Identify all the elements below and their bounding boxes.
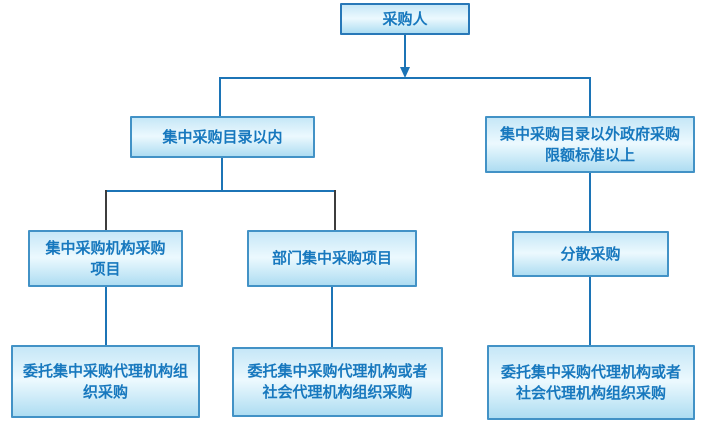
node-entrust-agency-or-social-2: 委托集中采购代理机构或者社会代理机构组织采购 <box>487 345 695 420</box>
edge-drop-to-department-projects <box>334 190 336 230</box>
node-entrust-agency-or-social-1: 委托集中采购代理机构或者社会代理机构组织采购 <box>232 347 443 417</box>
edge-outside-to-decentralized <box>589 173 591 231</box>
node-department-centralized-projects: 部门集中采购项目 <box>247 230 417 287</box>
node-entrust-centralized-agency: 委托集中采购代理机构组织采购 <box>11 345 200 418</box>
edge-department-to-entrust <box>331 287 333 347</box>
node-outside-catalog: 集中采购目录以外政府采购限额标准以上 <box>485 116 695 173</box>
edge-drop-to-within-catalog <box>219 77 221 116</box>
edge-within-catalog-stem <box>221 158 223 192</box>
edge-purchaser-stem <box>404 35 406 68</box>
edge-centralized-agency-to-entrust <box>105 287 107 345</box>
edge-drop-to-outside-catalog <box>589 77 591 116</box>
edge-level2-crossbar <box>105 190 336 192</box>
node-decentralized-procurement: 分散采购 <box>512 231 669 277</box>
node-within-catalog: 集中采购目录以内 <box>130 116 315 158</box>
arrowhead-down-icon <box>400 67 410 78</box>
edge-decentralized-to-entrust <box>589 277 591 345</box>
node-purchaser: 采购人 <box>340 3 470 35</box>
edge-drop-to-centralized-agency-projects <box>105 190 107 230</box>
node-centralized-agency-projects: 集中采购机构采购项目 <box>28 230 183 287</box>
edge-level1-crossbar <box>219 77 591 79</box>
